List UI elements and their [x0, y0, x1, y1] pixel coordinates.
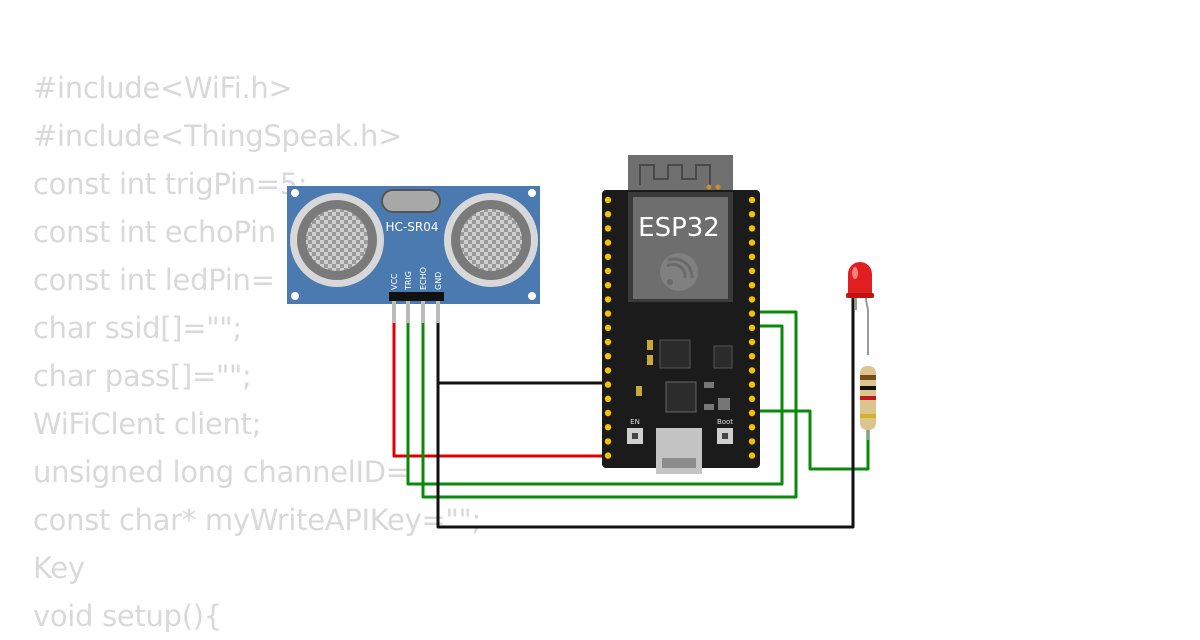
wire-led-signal	[752, 409, 870, 471]
header-pin	[604, 424, 612, 431]
header-pin	[604, 353, 612, 360]
header-pin	[604, 239, 612, 246]
sensor-model-label: HC-SR04	[386, 220, 439, 234]
header-pin	[604, 409, 612, 417]
code-line: Key	[33, 551, 85, 585]
wire-trig	[406, 322, 784, 486]
wires	[392, 298, 870, 529]
code-line: char pass[]="";	[33, 359, 252, 393]
header-pin	[748, 324, 756, 331]
en-button-label: EN	[630, 418, 640, 426]
sensor-transducer-right	[444, 193, 538, 287]
header-pin	[748, 211, 756, 218]
header-pin	[748, 225, 756, 232]
header-pin	[604, 225, 612, 232]
header-pin	[748, 353, 756, 360]
boot-button-label: Boot	[717, 418, 733, 426]
esp32-label: ESP32	[638, 213, 720, 243]
header-pin	[604, 253, 612, 260]
esp32-board: ESP32 EN Boot	[602, 155, 760, 474]
boot-button	[717, 428, 733, 444]
header-pin	[604, 196, 612, 204]
code-line: #include<WiFi.h>	[33, 71, 293, 105]
usb-connector	[656, 428, 702, 474]
sensor-crystal	[381, 189, 441, 213]
sensor-pin-label-gnd: GND	[434, 272, 443, 290]
ultrasonic-sensor: HC-SR04 VCC TRIG ECHO GND	[287, 186, 540, 323]
sensor-pin-label-echo: ECHO	[419, 267, 428, 290]
header-pin	[604, 267, 612, 275]
header-pin	[604, 381, 612, 388]
code-line: #include<ThingSpeak.h>	[33, 119, 403, 153]
header-pin	[748, 452, 756, 459]
wire-gnd-sensor	[436, 322, 608, 385]
header-pin	[604, 395, 612, 402]
header-pin	[748, 310, 756, 317]
code-line: WiFiClent client;	[33, 407, 262, 441]
code-listing: #include<WiFi.h> #include<ThingSpeak.h> co…	[33, 64, 481, 640]
espressif-logo-icon	[660, 253, 698, 291]
header-pin	[748, 367, 756, 374]
led	[846, 262, 874, 311]
resistor	[860, 310, 876, 440]
code-line: char ssid[]="";	[33, 311, 242, 345]
wire-echo	[421, 310, 798, 499]
header-pin	[748, 296, 756, 303]
code-line: const char* myWriteAPIKey="";	[33, 503, 481, 537]
header-pin	[604, 211, 612, 218]
code-line: const int echoPin	[33, 215, 276, 249]
header-pin	[604, 452, 612, 459]
led-body	[848, 262, 872, 296]
header-pin	[748, 409, 756, 417]
wire-led-gnd	[436, 298, 855, 529]
wire-vcc-sensor	[392, 322, 608, 458]
esp32-components	[636, 339, 733, 413]
header-pin	[748, 438, 756, 445]
code-line: unsigned long channelID=	[33, 455, 410, 489]
header-pin	[748, 338, 756, 346]
header-pin	[748, 381, 756, 388]
header-pin	[604, 338, 612, 346]
code-line: void setup(){	[33, 599, 222, 633]
en-button	[627, 428, 643, 444]
header-pin	[604, 324, 612, 331]
sensor-header-pins	[389, 292, 444, 323]
header-pin	[748, 196, 756, 204]
sensor-pin-label-trig: TRIG	[404, 271, 413, 291]
header-pin	[748, 253, 756, 260]
header-pin	[604, 296, 612, 303]
header-pin	[604, 282, 612, 289]
header-pin	[748, 424, 756, 431]
header-pin	[748, 239, 756, 246]
esp32-antenna	[628, 155, 733, 195]
header-pin	[748, 267, 756, 275]
header-pin	[604, 438, 612, 445]
esp32-pins-right	[748, 196, 756, 459]
code-line: const int ledPin=	[33, 263, 275, 297]
sensor-pin-label-vcc: VCC	[390, 273, 399, 290]
code-line: const int trigPin=5;	[33, 167, 308, 201]
header-pin	[748, 282, 756, 289]
esp32-pins-left	[604, 196, 612, 459]
header-pin	[748, 395, 756, 402]
header-pin	[604, 367, 612, 374]
sensor-transducer-left	[290, 193, 384, 287]
header-pin	[604, 310, 612, 317]
